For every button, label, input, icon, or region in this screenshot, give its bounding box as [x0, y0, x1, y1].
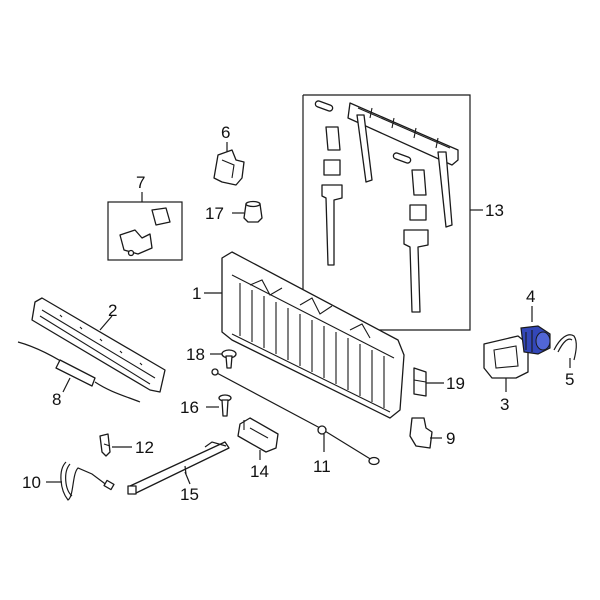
callout-2: 2 — [108, 301, 117, 320]
callout-12: 12 — [135, 438, 154, 457]
part-7-hinge-bracket[interactable] — [107, 201, 183, 261]
part-2-seal-strip[interactable] — [31, 297, 166, 393]
part-8-release-cable[interactable] — [17, 341, 141, 403]
part-3-handle-bezel[interactable] — [483, 335, 529, 379]
part-11-rod[interactable] — [211, 368, 380, 466]
callout-1: 1 — [192, 284, 201, 303]
callout-6: 6 — [221, 123, 230, 142]
callout-18: 18 — [186, 345, 205, 364]
callout-14: 14 — [250, 462, 269, 481]
part-18-clip[interactable] — [221, 349, 237, 369]
callout-4: 4 — [526, 287, 535, 306]
part-10-cable-loop[interactable] — [60, 461, 115, 501]
callout-9: 9 — [446, 429, 455, 448]
part-14-handle-bracket[interactable] — [237, 417, 279, 453]
part-15-rod-assembly[interactable] — [127, 441, 230, 495]
part-1-tailgate-panel[interactable] — [221, 251, 405, 419]
part-13-reinforcement-frame[interactable] — [302, 94, 471, 331]
part-9-latch-bracket[interactable] — [409, 417, 433, 449]
part-5-retaining-clip[interactable] — [553, 334, 577, 361]
part-16-stud[interactable] — [218, 394, 232, 417]
part-6-latch-actuator[interactable] — [213, 149, 245, 186]
callout-19: 19 — [446, 374, 465, 393]
callout-10: 10 — [22, 473, 41, 492]
callout-5: 5 — [565, 370, 574, 389]
callout-3: 3 — [500, 395, 509, 414]
part-17-bumper[interactable] — [243, 200, 263, 223]
part-12-clip[interactable] — [99, 433, 111, 457]
callout-15: 15 — [180, 485, 199, 504]
callout-11: 11 — [313, 457, 331, 476]
callout-13: 13 — [485, 201, 504, 220]
callout-8: 8 — [52, 390, 61, 409]
callout-16: 16 — [180, 398, 199, 417]
part-4-lock-cylinder-highlighted[interactable] — [520, 325, 551, 355]
part-19-striker-bracket[interactable] — [413, 367, 427, 397]
callout-7: 7 — [136, 173, 145, 192]
callout-17: 17 — [205, 204, 224, 223]
